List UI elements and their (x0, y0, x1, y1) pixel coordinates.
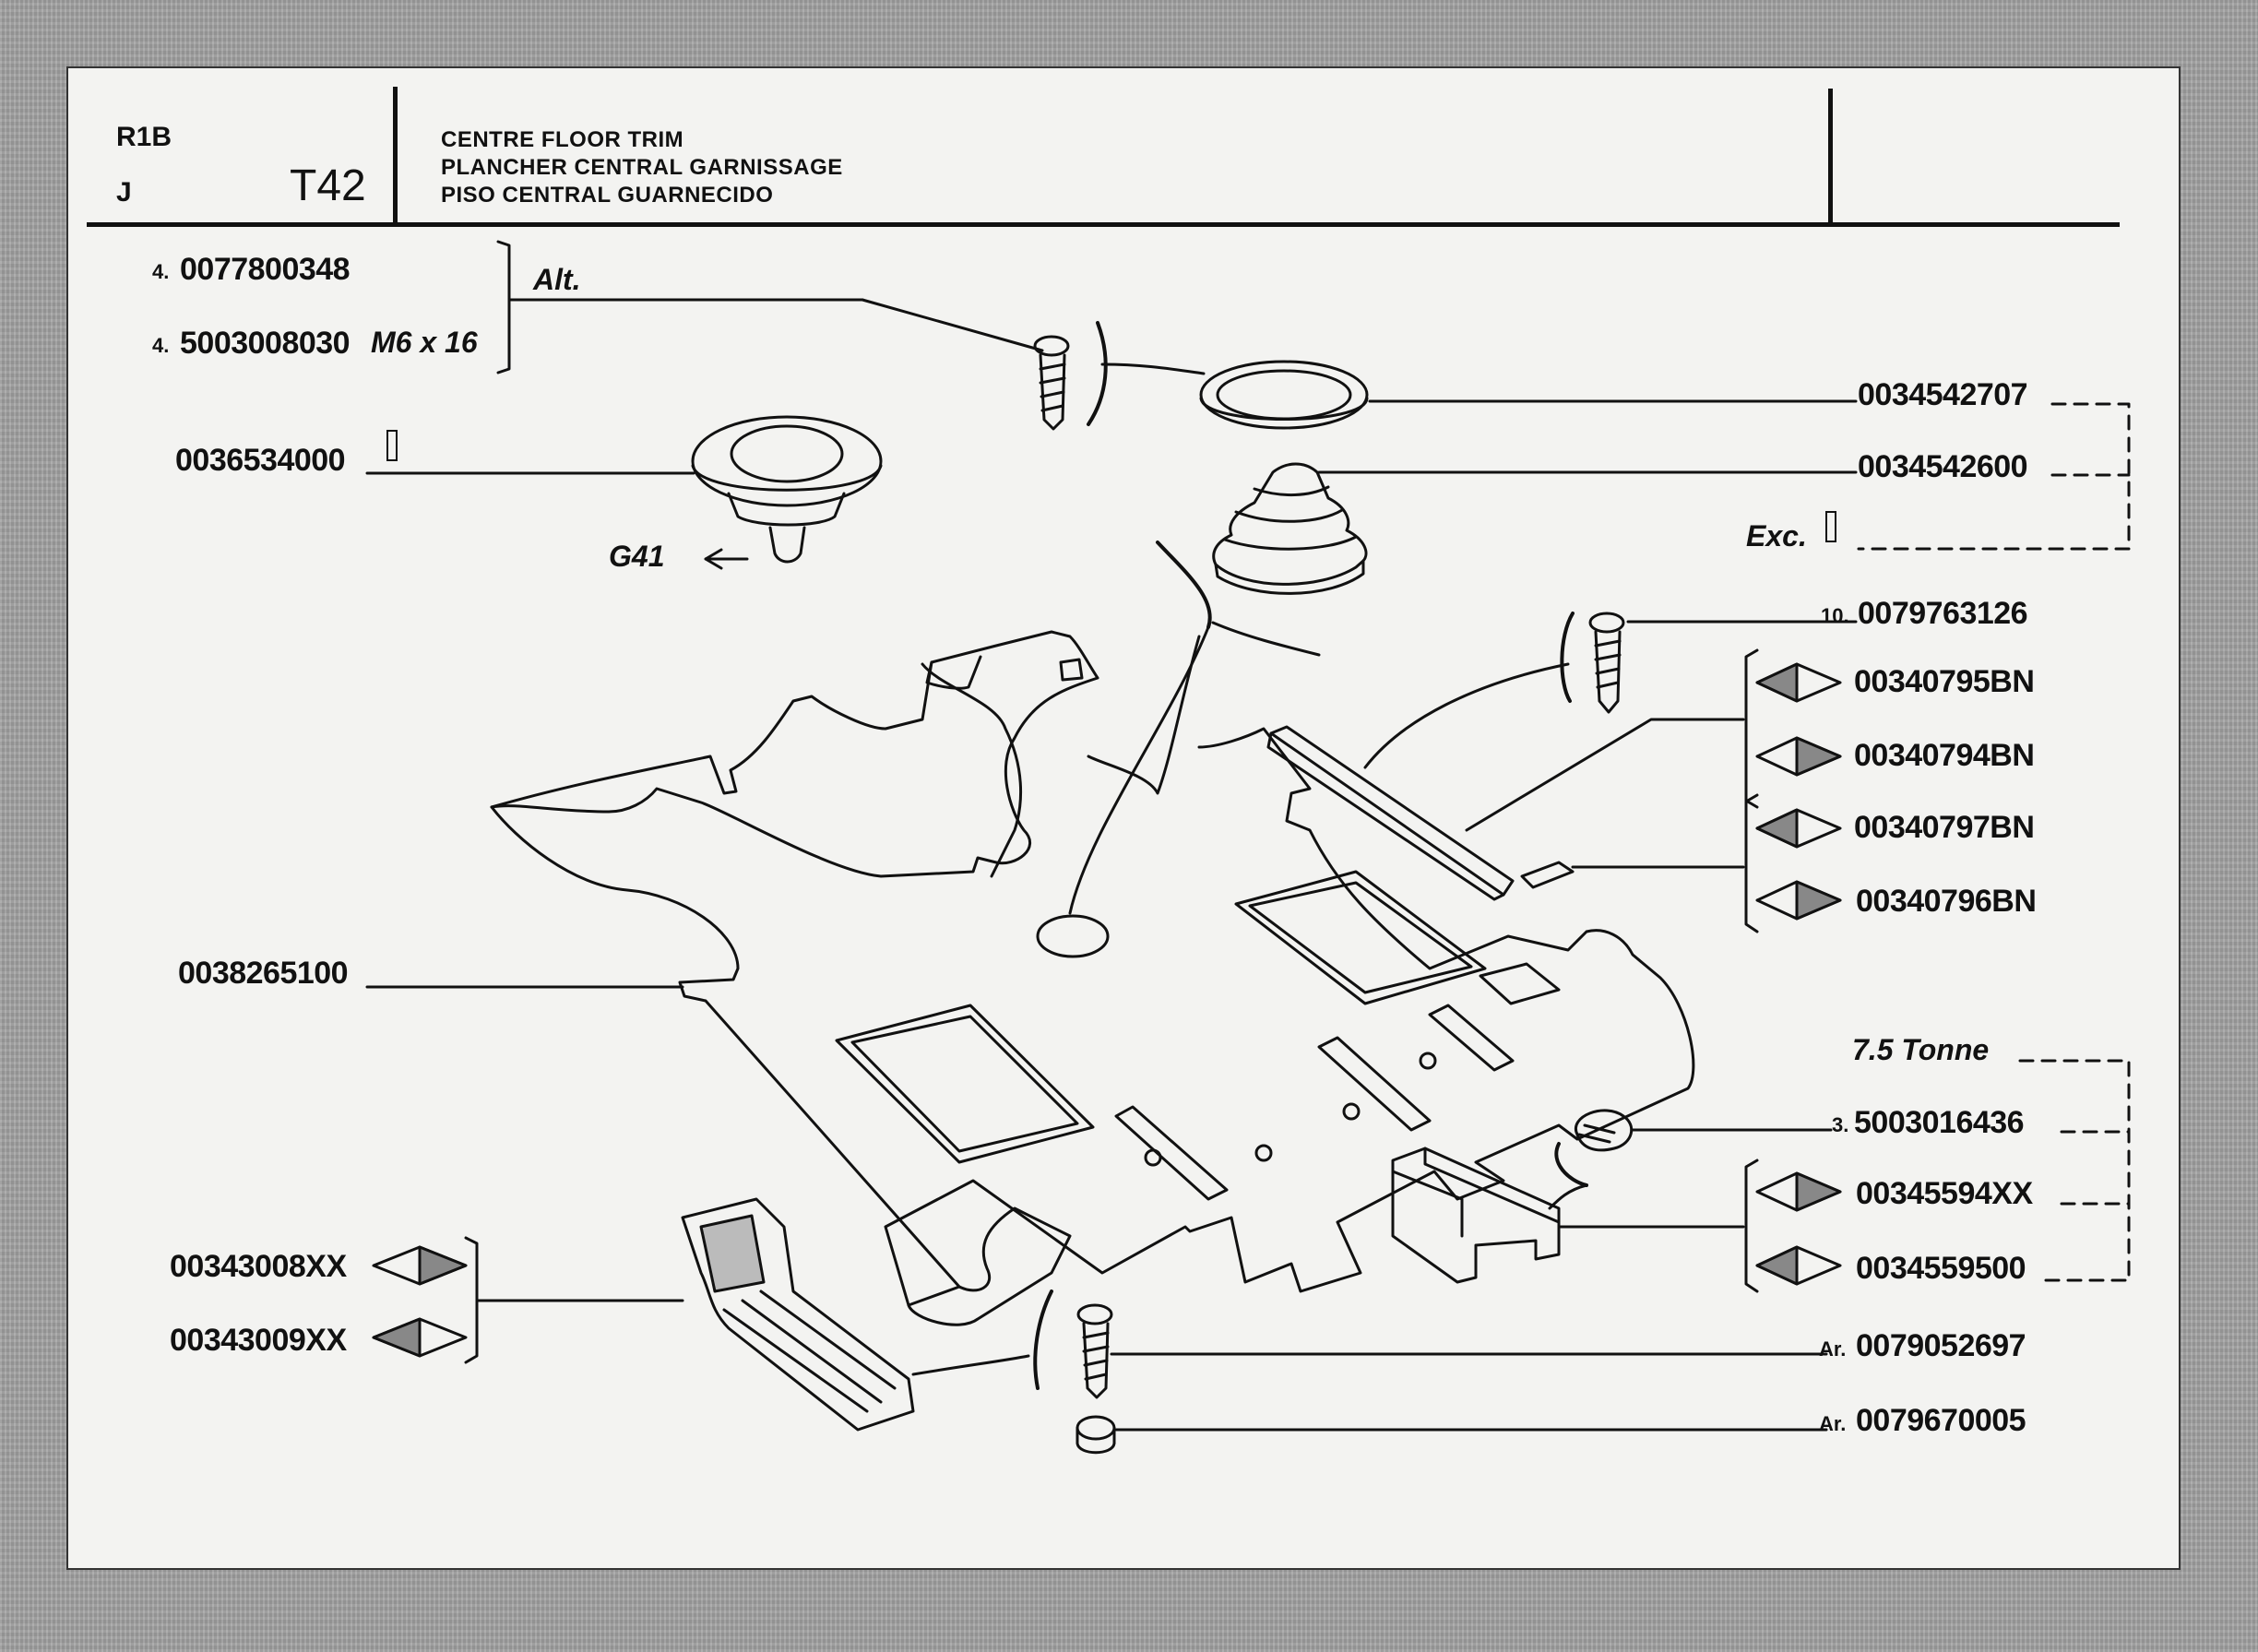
part-number-step-1: 00343008XX (170, 1249, 347, 1284)
qty-screw-a: 4. (152, 260, 170, 283)
cover-icon (1391, 1147, 1561, 1284)
washer-icon (1076, 1415, 1116, 1455)
qty-clip: 3. (1832, 1113, 1849, 1136)
part-number-step-2: 00343009XX (170, 1323, 347, 1358)
part-number-washer: 0079670005 (1856, 1403, 2026, 1438)
floor-mat-outline (490, 630, 1099, 878)
header-divider-left (393, 87, 398, 223)
part-number-screw-c: 0079763126 (1858, 596, 2028, 631)
clip-icon (1574, 1109, 1634, 1152)
model-code: R1B (116, 122, 172, 152)
part-number-screw-a: 0077800348 (180, 252, 351, 287)
qty-screw-b: 4. (152, 334, 170, 357)
diamond-icon (1755, 1171, 1842, 1212)
strip-icon (1266, 725, 1575, 901)
screw-icon (1076, 1303, 1113, 1399)
arrow-left-icon (704, 548, 749, 570)
brace-covers (1744, 1159, 1759, 1293)
part-number-ring: 0034542707 (1858, 377, 2028, 412)
part-number-boot-assy: 0036534000 (175, 443, 346, 478)
part-number-screw-d: 0079052697 (1856, 1328, 2026, 1363)
title-es: PISO CENTRAL GUARNECIDO (441, 183, 774, 208)
gaiter-icon (1212, 462, 1368, 595)
part-number-strip-2: 00340794BN (1854, 738, 2035, 773)
header-rule (87, 222, 2120, 227)
qty-screw-d: Ar. (1819, 1337, 1847, 1361)
brace-top-screws (496, 240, 511, 374)
sheet-symbol-icon (386, 430, 398, 461)
boot-assembly-icon (691, 415, 883, 564)
diamond-icon (1755, 736, 1842, 777)
part-number-cover-1: 00345594XX (1856, 1176, 2033, 1211)
page-code: T42 (290, 161, 366, 210)
part-number-strip-1: 00340795BN (1854, 664, 2035, 699)
alt-label: Alt. (533, 263, 581, 296)
header-divider-right (1828, 89, 1833, 223)
leader-line (861, 298, 1044, 352)
title-fr: PLANCHER CENTRAL GARNISSAGE (441, 155, 843, 180)
brace-strips-2 (1744, 793, 1759, 933)
bracket-ring-gaiter (1857, 402, 2131, 551)
step-plate-icon (681, 1197, 915, 1432)
title-en: CENTRE FLOOR TRIM (441, 127, 684, 152)
bracket-tonne (2018, 1059, 2131, 1282)
diamond-icon (1755, 662, 1842, 703)
screw-icon (1033, 335, 1070, 431)
part-number-floor-mat: 0038265100 (178, 956, 349, 991)
variant-code: J (116, 177, 132, 208)
diamond-icon (372, 1245, 468, 1286)
exc-label: Exc. (1746, 519, 1807, 553)
diamond-icon (1755, 808, 1842, 849)
part-number-screw-b: 5003008030 (180, 326, 351, 361)
part-number-cover-2: 0034559500 (1856, 1251, 2026, 1286)
brace-strips-1 (1744, 648, 1759, 809)
sheet-symbol-icon (1825, 511, 1836, 542)
brace-step (464, 1236, 479, 1364)
screw-size-label: M6 x 16 (371, 326, 478, 359)
diamond-icon (372, 1317, 468, 1358)
qty-screw-c: 10. (1821, 604, 1849, 627)
screw-icon (1588, 612, 1625, 714)
floor-mat-cutout (835, 1004, 1095, 1164)
diamond-icon (1755, 1245, 1842, 1286)
leader-line (1465, 718, 1745, 832)
part-number-gaiter: 0034542600 (1858, 449, 2028, 484)
floor-mat-cutout (1234, 870, 1487, 1005)
part-number-strip-4: 00340796BN (1856, 884, 2037, 919)
ring-icon (1199, 360, 1369, 430)
diamond-icon (1755, 880, 1842, 921)
tonne-label: 7.5 Tonne (1852, 1033, 1990, 1066)
part-number-clip: 5003016436 (1854, 1105, 2025, 1140)
ref-g41-label: G41 (609, 540, 665, 573)
part-number-strip-3: 00340797BN (1854, 810, 2035, 845)
qty-washer: Ar. (1819, 1412, 1847, 1435)
